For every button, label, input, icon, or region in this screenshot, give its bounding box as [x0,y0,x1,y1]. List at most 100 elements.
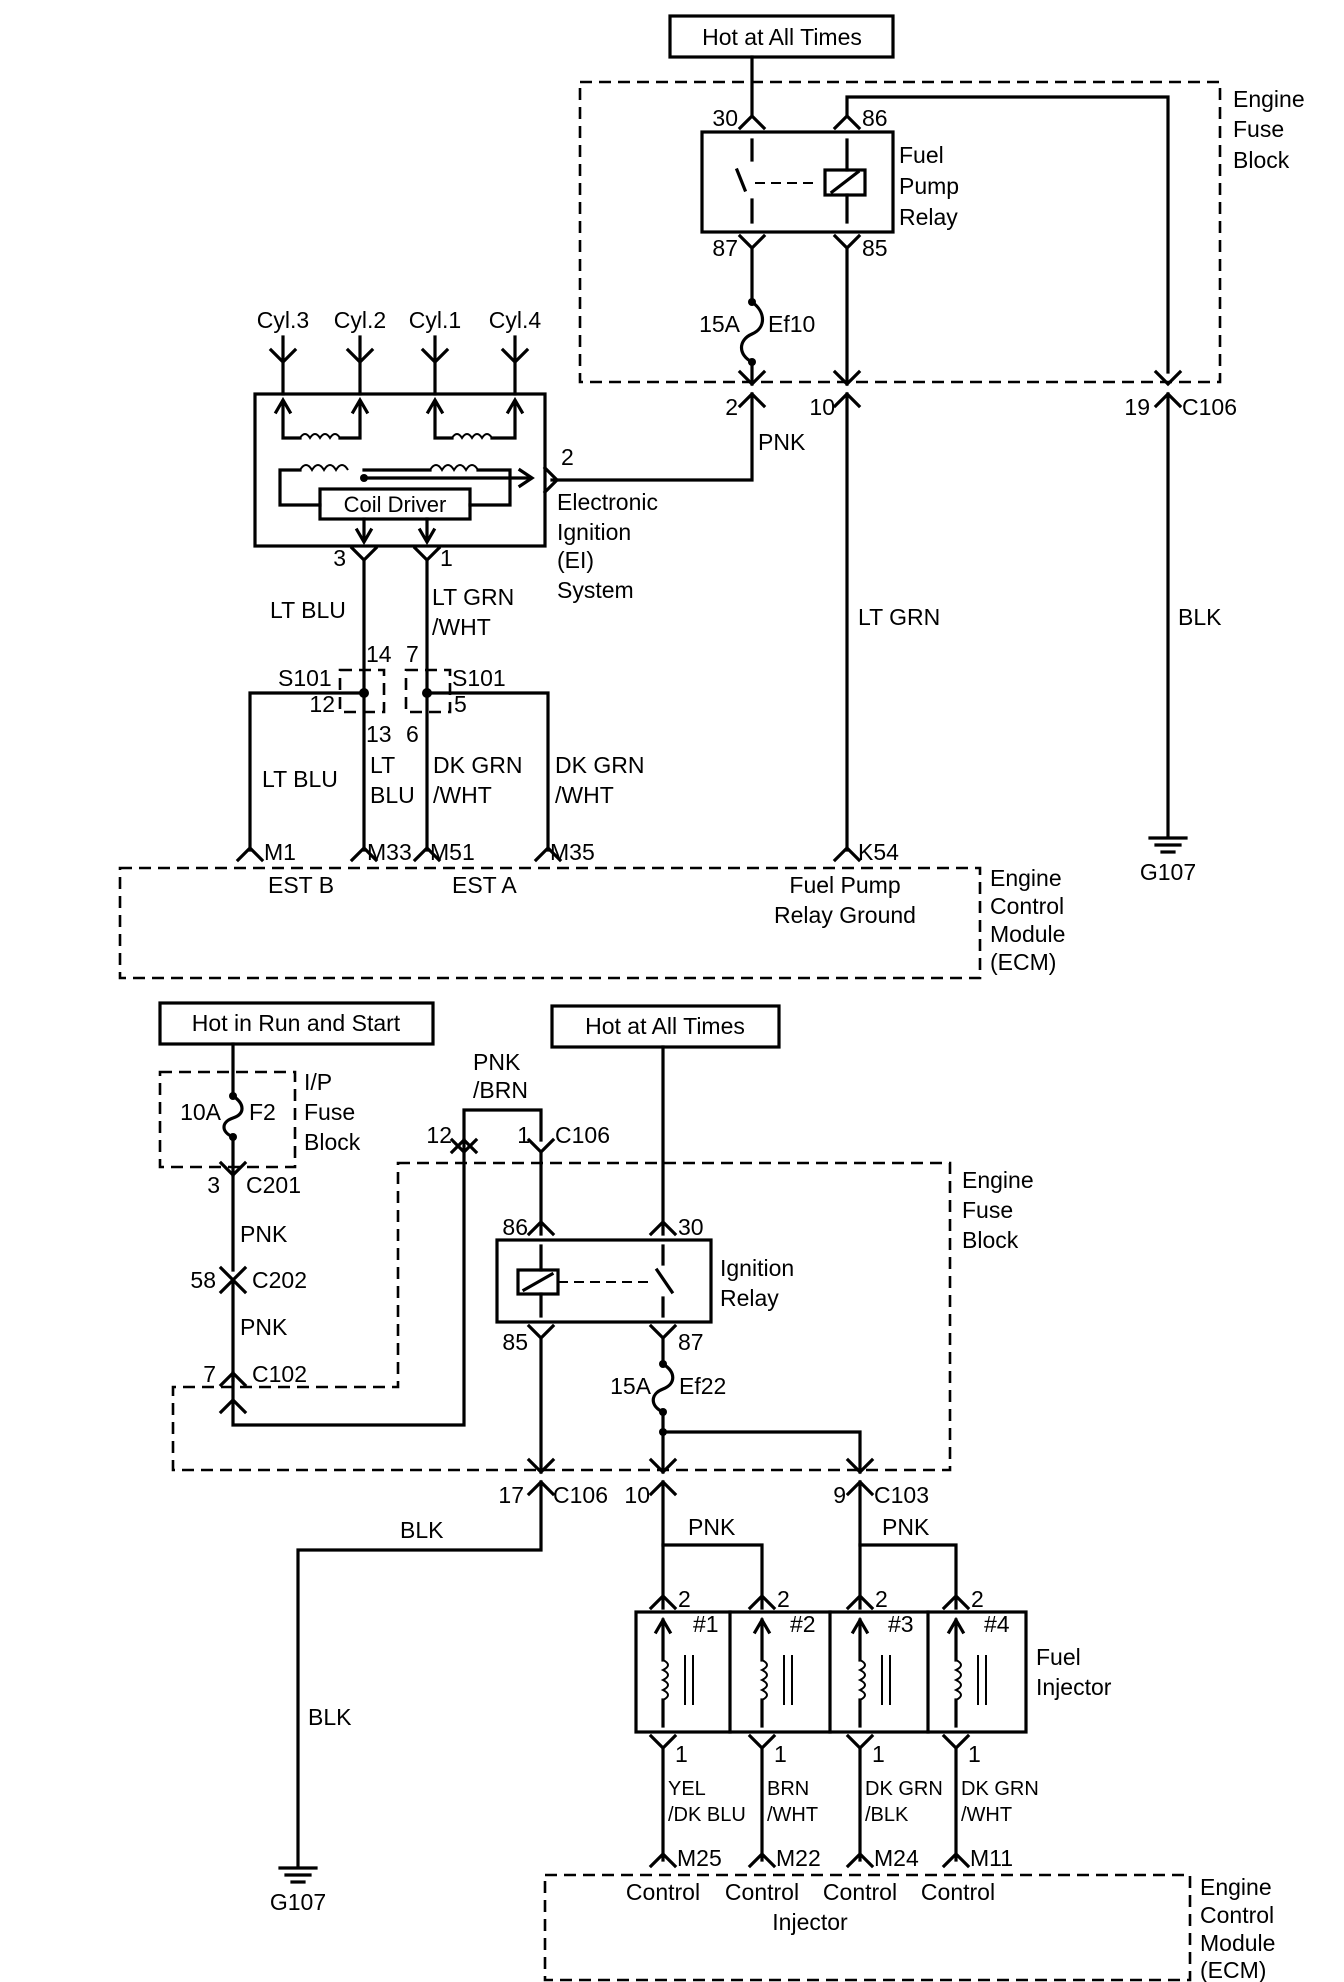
svg-text:Control: Control [990,893,1064,919]
svg-text:LT GRN: LT GRN [858,604,940,630]
svg-text:Block: Block [962,1227,1019,1253]
svg-text:DK GRN: DK GRN [865,1778,943,1800]
svg-text:2: 2 [875,1586,888,1612]
svg-text:15A: 15A [610,1373,652,1399]
svg-text:(ECM): (ECM) [990,949,1056,975]
svg-text:Engine: Engine [1233,86,1305,112]
svg-text:86: 86 [862,105,888,131]
svg-text:2: 2 [971,1586,984,1612]
svg-text:1: 1 [517,1122,530,1148]
svg-text:I/P: I/P [304,1069,332,1095]
svg-text:PNK: PNK [240,1221,288,1247]
ground-g107-top: G107 [1140,836,1196,885]
svg-text:G107: G107 [1140,859,1196,885]
svg-text:Fuse: Fuse [1233,116,1284,142]
svg-text:M1: M1 [264,839,296,865]
engine-fuse-block-bottom-outline [171,1161,952,1472]
ecm-bottom-signals: Control Control Control Control Injector [626,1879,995,1935]
svg-text:Fuse: Fuse [962,1197,1013,1223]
svg-text:M35: M35 [550,839,595,865]
svg-text:Module: Module [1200,1930,1275,1956]
ground-g107-bottom: G107 [270,1866,326,1915]
svg-text:Cyl.1: Cyl.1 [409,307,461,333]
svg-text:19: 19 [1124,394,1150,420]
svg-text:Control: Control [626,1879,700,1905]
ei-system-label: Electronic Ignition (EI) System [557,489,658,603]
svg-text:10A: 10A [180,1099,222,1125]
svg-text:Ef22: Ef22 [679,1373,726,1399]
svg-text:BLK: BLK [1178,604,1222,630]
svg-text:/DK BLU: /DK BLU [668,1804,746,1826]
svg-text:C106: C106 [1182,394,1237,420]
svg-text:3: 3 [207,1172,220,1198]
svg-text:/WHT: /WHT [555,782,614,808]
svg-text:(EI): (EI) [557,547,594,573]
engine-fuse-block-bottom-label: Engine Fuse Block [962,1167,1034,1253]
svg-text:Fuel: Fuel [1036,1644,1081,1670]
svg-text:/WHT: /WHT [961,1804,1012,1826]
engine-fuse-block-label: Engine Fuse Block [1233,86,1305,173]
svg-text:DK GRN: DK GRN [433,752,522,778]
svg-text:(ECM): (ECM) [1200,1957,1266,1982]
source-hot-at-all-times-bottom: Hot at All Times [550,1004,781,1049]
svg-text:Ignition: Ignition [720,1255,794,1281]
injector-3: #3 [850,1611,914,1728]
svg-text:EST B: EST B [268,872,334,898]
fuse-ef10: 15A Ef10 [699,298,815,366]
svg-text:12: 12 [426,1122,452,1148]
svg-text:PNK: PNK [758,429,806,455]
svg-text:Coil Driver: Coil Driver [344,492,447,517]
injector-1: #1 [653,1611,719,1728]
svg-text:C102: C102 [252,1361,307,1387]
svg-text:Cyl.4: Cyl.4 [489,307,542,333]
electronic-ignition-system: Coil Driver [253,392,547,548]
engine-fuse-block-outline [578,80,1222,384]
svg-text:K54: K54 [858,839,899,865]
svg-text:30: 30 [678,1214,704,1240]
svg-text:Module: Module [990,921,1065,947]
svg-text:3: 3 [333,545,346,571]
fuse-ef22: 15A Ef22 [610,1360,726,1416]
svg-text:10: 10 [809,394,835,420]
svg-text:Hot in Run and Start: Hot in Run and Start [192,1010,401,1036]
svg-text:System: System [557,577,634,603]
svg-text:Ef10: Ef10 [768,311,815,337]
svg-text:1: 1 [872,1741,885,1767]
svg-text:10: 10 [624,1482,650,1508]
svg-text:Engine: Engine [962,1167,1034,1193]
svg-text:17: 17 [498,1482,524,1508]
svg-text:Injector: Injector [1036,1674,1112,1700]
svg-text:30: 30 [712,105,738,131]
ecm-top-outline [118,866,982,980]
svg-text:Control: Control [823,1879,897,1905]
svg-text:Pump: Pump [899,173,959,199]
injector-4: #4 [946,1611,1010,1728]
svg-text:Fuse: Fuse [304,1099,355,1125]
svg-text:9: 9 [833,1482,846,1508]
svg-text:BRN: BRN [767,1778,809,1800]
svg-text:S101: S101 [452,665,506,691]
svg-text:Engine: Engine [1200,1874,1272,1900]
svg-text:1: 1 [968,1741,981,1767]
svg-text:Relay: Relay [720,1285,779,1311]
svg-text:M24: M24 [874,1845,919,1871]
ecm-bottom-label: Engine Control Module (ECM) [1200,1874,1275,1982]
svg-text:Fuel Pump: Fuel Pump [789,872,900,898]
fuel-injector-label: Fuel Injector [1036,1644,1112,1700]
svg-text:Cyl.3: Cyl.3 [257,307,309,333]
svg-text:C201: C201 [246,1172,301,1198]
svg-text:PNK: PNK [473,1049,521,1075]
svg-text:Hot at All Times: Hot at All Times [702,24,862,50]
fuel-pump-relay: Fuel Pump Relay [700,130,959,234]
svg-text:M51: M51 [430,839,475,865]
svg-text:PNK: PNK [240,1314,288,1340]
svg-text:C103: C103 [874,1482,929,1508]
svg-text:PNK: PNK [688,1514,736,1540]
svg-text:85: 85 [502,1329,528,1355]
ip-fuse-block-label: I/P Fuse Block [304,1069,361,1155]
svg-text:Block: Block [1233,147,1290,173]
svg-text:86: 86 [502,1214,528,1240]
svg-text:/WHT: /WHT [433,782,492,808]
svg-text:DK GRN: DK GRN [961,1778,1039,1800]
